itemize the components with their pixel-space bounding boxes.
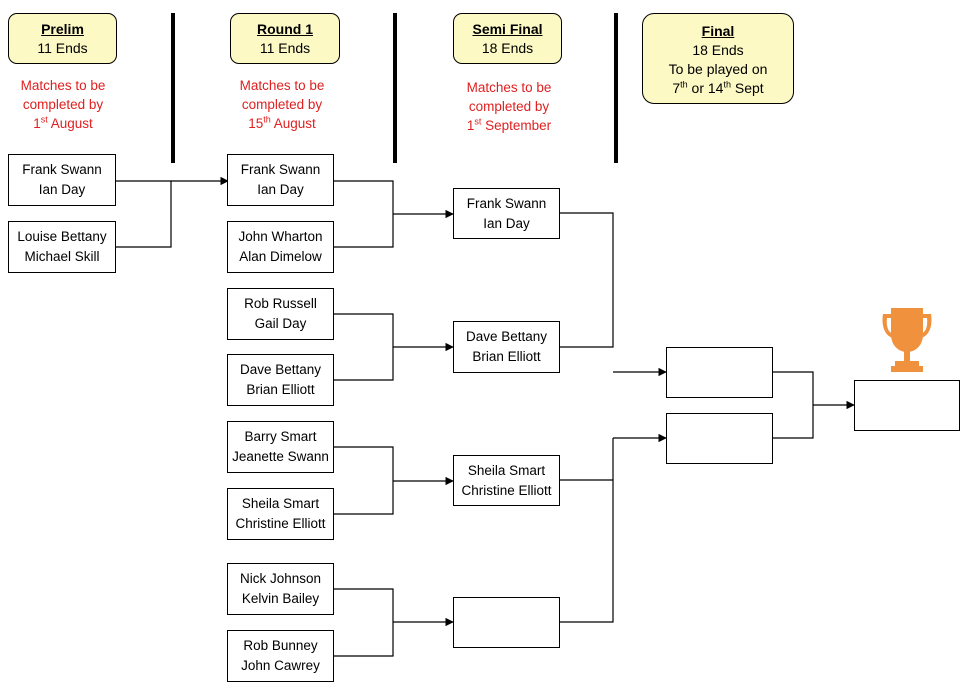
column-separator (393, 13, 397, 163)
prelim-deadline-note: Matches to be completed by 1st August (20, 78, 106, 131)
round1-title: Round 1 (257, 21, 313, 37)
semi-deadline-note: Matches to be completed by 1st September (466, 80, 552, 133)
semi-ends: 18 Ends (481, 40, 534, 56)
round1-deadline-note: Matches to be completed by 15th August (239, 78, 325, 131)
round1-header: Round 1 11 Ends (230, 13, 340, 64)
semi-title: Semi Final (472, 21, 543, 37)
final-match-box (666, 347, 773, 398)
column-separator (171, 13, 175, 163)
semi-match-box (453, 597, 560, 648)
trophy-icon (882, 308, 932, 372)
final-dates: 7th or 14th Sept (672, 79, 764, 96)
final-header: Final 18 Ends To be played on 7th or 14t… (642, 13, 794, 104)
semi-header: Semi Final 18 Ends (453, 13, 562, 64)
prelim-header: Prelim 11 Ends (8, 13, 117, 64)
prelim-title: Prelim (41, 21, 84, 37)
final-match-box (666, 413, 773, 464)
round1-ends: 11 Ends (259, 40, 311, 56)
winner-box (854, 380, 960, 431)
final-ends: 18 Ends (692, 42, 744, 58)
final-schedule: To be played on (668, 61, 768, 77)
prelim-ends: 11 Ends (37, 40, 88, 56)
column-separator (614, 13, 618, 163)
final-title: Final (701, 23, 735, 39)
